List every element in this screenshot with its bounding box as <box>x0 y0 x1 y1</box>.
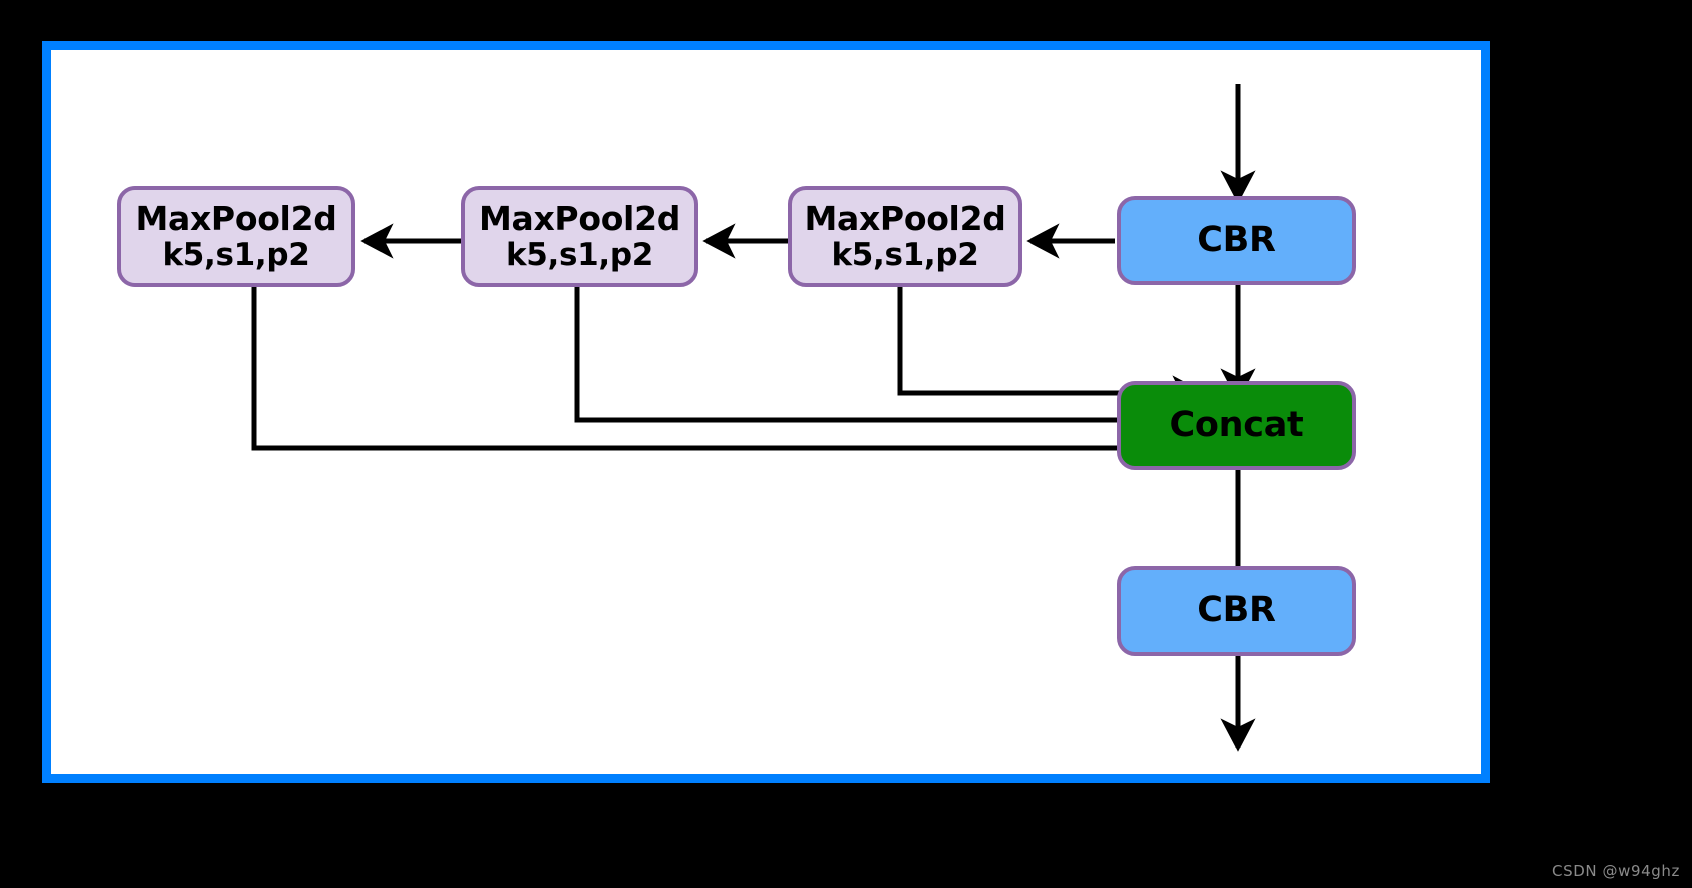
edge-pool-3-to-concat <box>897 287 1206 411</box>
watermark: CSDN @w94ghz <box>1552 862 1680 880</box>
node-maxpool-2-params: k5,s1,p2 <box>505 236 654 273</box>
edge-pool-1-to-concat <box>251 287 1206 466</box>
node-cbr-bottom[interactable]: CBR <box>1117 566 1356 656</box>
node-maxpool-2-label: MaxPool2d <box>478 198 681 238</box>
node-maxpool-1-params: k5,s1,p2 <box>162 236 310 273</box>
node-maxpool-3-params: k5,s1,p2 <box>831 236 979 273</box>
node-maxpool-2[interactable]: MaxPool2d k5,s1,p2 <box>461 186 698 287</box>
edge-pool-2-to-concat <box>574 287 1206 438</box>
node-maxpool-3[interactable]: MaxPool2d k5,s1,p2 <box>788 186 1022 287</box>
node-cbr-top[interactable]: CBR <box>1117 196 1356 285</box>
node-maxpool-3-label: MaxPool2d <box>804 198 1006 238</box>
node-cbr-top-label: CBR <box>1197 219 1276 260</box>
node-maxpool-1-label: MaxPool2d <box>135 198 337 238</box>
node-concat-label: Concat <box>1169 404 1304 445</box>
node-concat[interactable]: Concat <box>1117 381 1356 470</box>
node-maxpool-1[interactable]: MaxPool2d k5,s1,p2 <box>117 186 355 287</box>
node-cbr-bottom-label: CBR <box>1197 590 1276 631</box>
